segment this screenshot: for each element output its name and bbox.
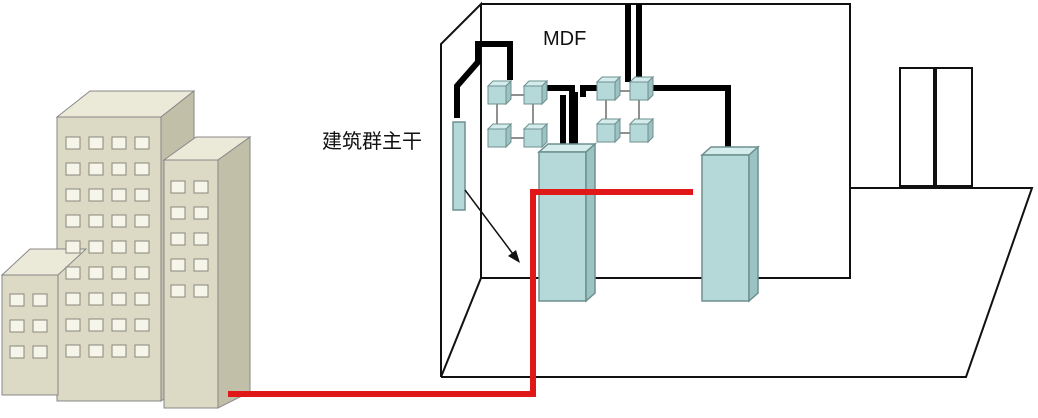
building-window — [32, 319, 48, 333]
switch-cube-icon — [595, 75, 622, 102]
building-window — [170, 206, 186, 220]
building-window — [65, 318, 81, 332]
building-windows — [9, 136, 209, 359]
rack-left-icon — [537, 142, 597, 303]
building-window — [111, 266, 127, 280]
rack-right-icon — [700, 145, 760, 303]
building-window — [88, 266, 104, 280]
room-left-wall — [440, 1, 482, 377]
red-backbone-cable — [228, 189, 693, 397]
building-window — [111, 136, 127, 150]
switch-cube-group — [486, 75, 655, 149]
building-right-side — [217, 136, 251, 409]
building-window — [88, 162, 104, 176]
building-window — [9, 293, 25, 307]
building-window — [88, 240, 104, 254]
building-window — [32, 345, 48, 359]
building-window — [134, 136, 150, 150]
building-window — [134, 188, 150, 202]
switch-cube-icon — [628, 75, 655, 102]
building-window — [32, 293, 48, 307]
building-window — [134, 292, 150, 306]
switch-cube-icon — [595, 117, 622, 144]
arrow-icon — [464, 189, 520, 263]
building-icon — [0, 89, 252, 409]
door-icon — [899, 67, 973, 187]
backbone-label: 建筑群主干 — [322, 129, 422, 153]
building-window — [65, 240, 81, 254]
building-window — [193, 206, 209, 220]
building-window — [111, 240, 127, 254]
building-window — [65, 266, 81, 280]
building-window — [111, 162, 127, 176]
building-window — [88, 214, 104, 228]
building-window — [170, 232, 186, 246]
switch-cube-icon — [522, 79, 549, 106]
building-window — [134, 162, 150, 176]
building-window — [111, 292, 127, 306]
building-window — [134, 344, 150, 358]
building-window — [193, 232, 209, 246]
building-window — [65, 188, 81, 202]
switch-cube-icon — [628, 117, 655, 144]
building-window — [111, 344, 127, 358]
black-cable-left-rack-a — [545, 85, 575, 145]
building-window — [9, 319, 25, 333]
building-window — [193, 180, 209, 194]
building-left-front — [1, 274, 59, 396]
room-floor-edge — [441, 187, 1034, 378]
building-window — [65, 162, 81, 176]
black-cable-panel — [454, 41, 513, 118]
building-window — [170, 284, 186, 298]
building-window — [111, 214, 127, 228]
building-window — [88, 344, 104, 358]
building-window — [111, 318, 127, 332]
building-window — [88, 188, 104, 202]
switch-cube-icon — [522, 122, 549, 149]
mdf-room — [440, 1, 1034, 378]
backbone-panel-icon — [452, 121, 466, 211]
building-window — [65, 292, 81, 306]
building-window — [65, 136, 81, 150]
room-floor-left-edge — [440, 277, 482, 378]
building-right-front — [163, 159, 219, 409]
mdf-label: MDF — [543, 28, 586, 50]
room-back-wall — [481, 3, 851, 279]
building-window — [88, 318, 104, 332]
building-window — [111, 188, 127, 202]
building-window — [9, 345, 25, 359]
building-window — [65, 344, 81, 358]
switch-cube-icon — [486, 122, 513, 149]
building-window — [134, 214, 150, 228]
building-window — [170, 258, 186, 272]
black-cable-right-rack — [650, 85, 731, 148]
building-window — [193, 258, 209, 272]
building-window — [88, 292, 104, 306]
building-window — [134, 266, 150, 280]
building-window — [134, 318, 150, 332]
switch-cube-icon — [486, 79, 513, 106]
building-window — [170, 180, 186, 194]
building-window — [88, 136, 104, 150]
building-window — [134, 240, 150, 254]
building-window — [193, 284, 209, 298]
building-window — [65, 214, 81, 228]
